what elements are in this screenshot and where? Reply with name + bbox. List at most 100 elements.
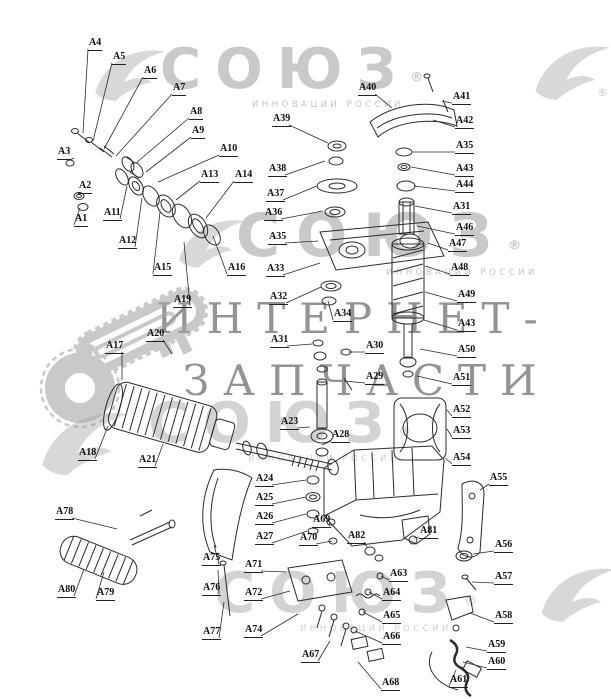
leader-line xyxy=(465,646,488,652)
leader-line xyxy=(77,191,80,194)
watermark-brand-text: СОЮЗ xyxy=(214,561,465,626)
base-plate-art xyxy=(287,559,385,662)
watermark-brand-text: СОЮЗ xyxy=(160,37,411,102)
leader-line xyxy=(73,207,81,226)
leader-line xyxy=(424,291,458,302)
leader-line xyxy=(175,180,201,201)
leader-line xyxy=(285,286,322,304)
top-cover-art xyxy=(369,73,458,138)
leader-line xyxy=(284,240,319,244)
leader-line xyxy=(296,426,311,429)
leader-line xyxy=(280,210,324,220)
leader-line xyxy=(145,136,192,173)
leader-line xyxy=(183,241,191,307)
leader-line xyxy=(271,530,308,544)
leader-line xyxy=(119,185,128,220)
leader-line xyxy=(354,630,383,644)
leader-line xyxy=(414,205,453,214)
watermark-tagline: ИННОВАЦИИ РОССИИ xyxy=(300,624,452,634)
leader-line xyxy=(317,640,331,662)
leader-line xyxy=(343,380,366,384)
leader-line xyxy=(205,180,235,219)
leader-line xyxy=(218,601,225,639)
leader-line xyxy=(154,443,164,467)
leader-line xyxy=(271,513,307,524)
watermark-overlay-line1: ИНТЕРНЕТ- xyxy=(156,294,552,343)
leader-line xyxy=(441,100,453,104)
leader-line xyxy=(327,300,334,321)
leader-line xyxy=(217,569,220,595)
guard-lever-art xyxy=(202,468,253,617)
leader-line xyxy=(362,611,383,623)
key-logo-watermark xyxy=(39,286,209,429)
screw-set-art xyxy=(65,128,115,211)
center-stack-art xyxy=(305,140,445,545)
registered-mark: ® xyxy=(410,70,424,86)
leader-line xyxy=(424,265,451,275)
leader-line xyxy=(157,154,220,183)
leader-line xyxy=(321,440,332,446)
leader-line xyxy=(416,225,456,235)
leader-line xyxy=(423,319,458,331)
leader-line xyxy=(260,570,287,573)
watermark-brand-top: СОЮЗ® ИННОВАЦИИ РОССИИ xyxy=(160,42,423,110)
leader-line xyxy=(410,166,456,176)
leader-line xyxy=(135,117,190,164)
leader-line xyxy=(212,235,228,275)
leader-line xyxy=(479,483,490,491)
leader-line xyxy=(282,185,318,201)
leader-line xyxy=(286,343,313,347)
switch-cord-art xyxy=(429,550,483,698)
leader-line xyxy=(260,590,291,600)
watermark-brand-middle: СОЮЗ® ИННОВАЦИИ РОССИИ xyxy=(236,206,538,278)
leader-line xyxy=(152,211,161,275)
leader-line xyxy=(328,521,331,527)
leader-line xyxy=(446,409,453,417)
leader-line xyxy=(416,375,453,385)
leader-line xyxy=(69,157,75,161)
leader-line xyxy=(82,48,89,134)
leader-line xyxy=(413,185,456,192)
leader-line xyxy=(103,76,144,150)
trigger-art xyxy=(364,515,431,562)
leader-line xyxy=(368,591,383,600)
leader-line xyxy=(213,544,220,565)
leader-line xyxy=(95,571,105,600)
leader-line xyxy=(444,457,453,465)
registered-mark: ® xyxy=(508,238,522,254)
leader-line xyxy=(448,669,457,687)
leader-line xyxy=(432,119,456,128)
leader-line xyxy=(419,348,458,357)
watermark-tagline: ИННОВАЦИИ РОССИИ xyxy=(252,100,404,110)
leader-lines xyxy=(69,48,495,690)
leader-line xyxy=(282,262,321,276)
watermark-overlay-line2: ЗАПЧАСТИ xyxy=(183,356,551,405)
diagram-art xyxy=(59,73,485,698)
leader-line xyxy=(469,612,495,623)
leader-line xyxy=(260,613,299,637)
side-bracket-art xyxy=(457,480,485,558)
leader-line xyxy=(271,479,307,486)
leader-line xyxy=(271,496,307,505)
leader-line xyxy=(134,197,143,248)
watermark-brand-bottom: СОЮЗ® ИННОВАЦИИ РОССИИ xyxy=(214,566,477,634)
side-handle-art xyxy=(59,509,176,585)
leader-line xyxy=(284,160,326,176)
main-housing-art xyxy=(323,445,445,547)
leader-line xyxy=(363,541,368,548)
leader-line xyxy=(413,536,420,539)
leader-line xyxy=(472,550,495,555)
watermark-tagline: ИННОВАЦИИ РОССИИ xyxy=(386,268,538,278)
leader-line xyxy=(115,93,173,157)
leader-line xyxy=(357,661,382,690)
leader-line xyxy=(315,540,333,545)
leader-line xyxy=(71,517,118,530)
leader-line xyxy=(446,428,453,438)
leader-line xyxy=(73,568,85,597)
leader-line xyxy=(471,581,495,584)
leader-line xyxy=(427,242,449,251)
field-stator-art xyxy=(393,397,447,461)
registered-mark: ® xyxy=(597,86,608,99)
